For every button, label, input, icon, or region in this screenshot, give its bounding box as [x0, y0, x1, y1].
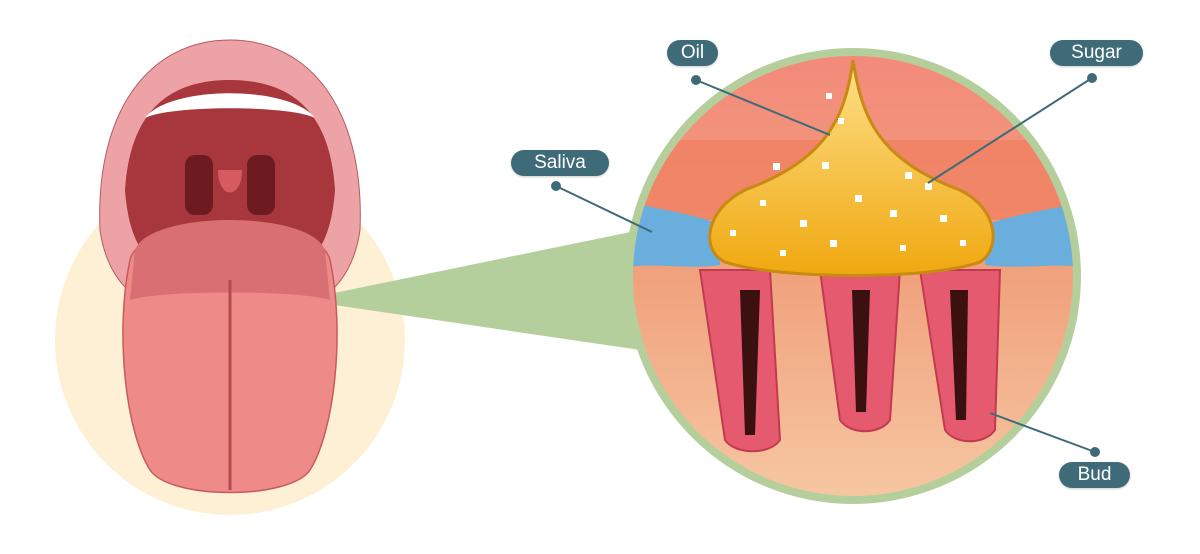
- oil-drop: [708, 59, 995, 277]
- label-sugar: Sugar: [1050, 40, 1143, 66]
- tongue: [122, 220, 338, 494]
- label-oil: Oil: [667, 40, 718, 66]
- saliva: [633, 200, 720, 268]
- leader-lines: [551, 73, 1100, 457]
- magnified-view: [633, 56, 1073, 496]
- label-bud: Bud: [1059, 462, 1130, 488]
- zoom-cone: [300, 230, 640, 350]
- label-saliva: Saliva: [511, 150, 609, 176]
- sugar-crystals: [730, 93, 966, 256]
